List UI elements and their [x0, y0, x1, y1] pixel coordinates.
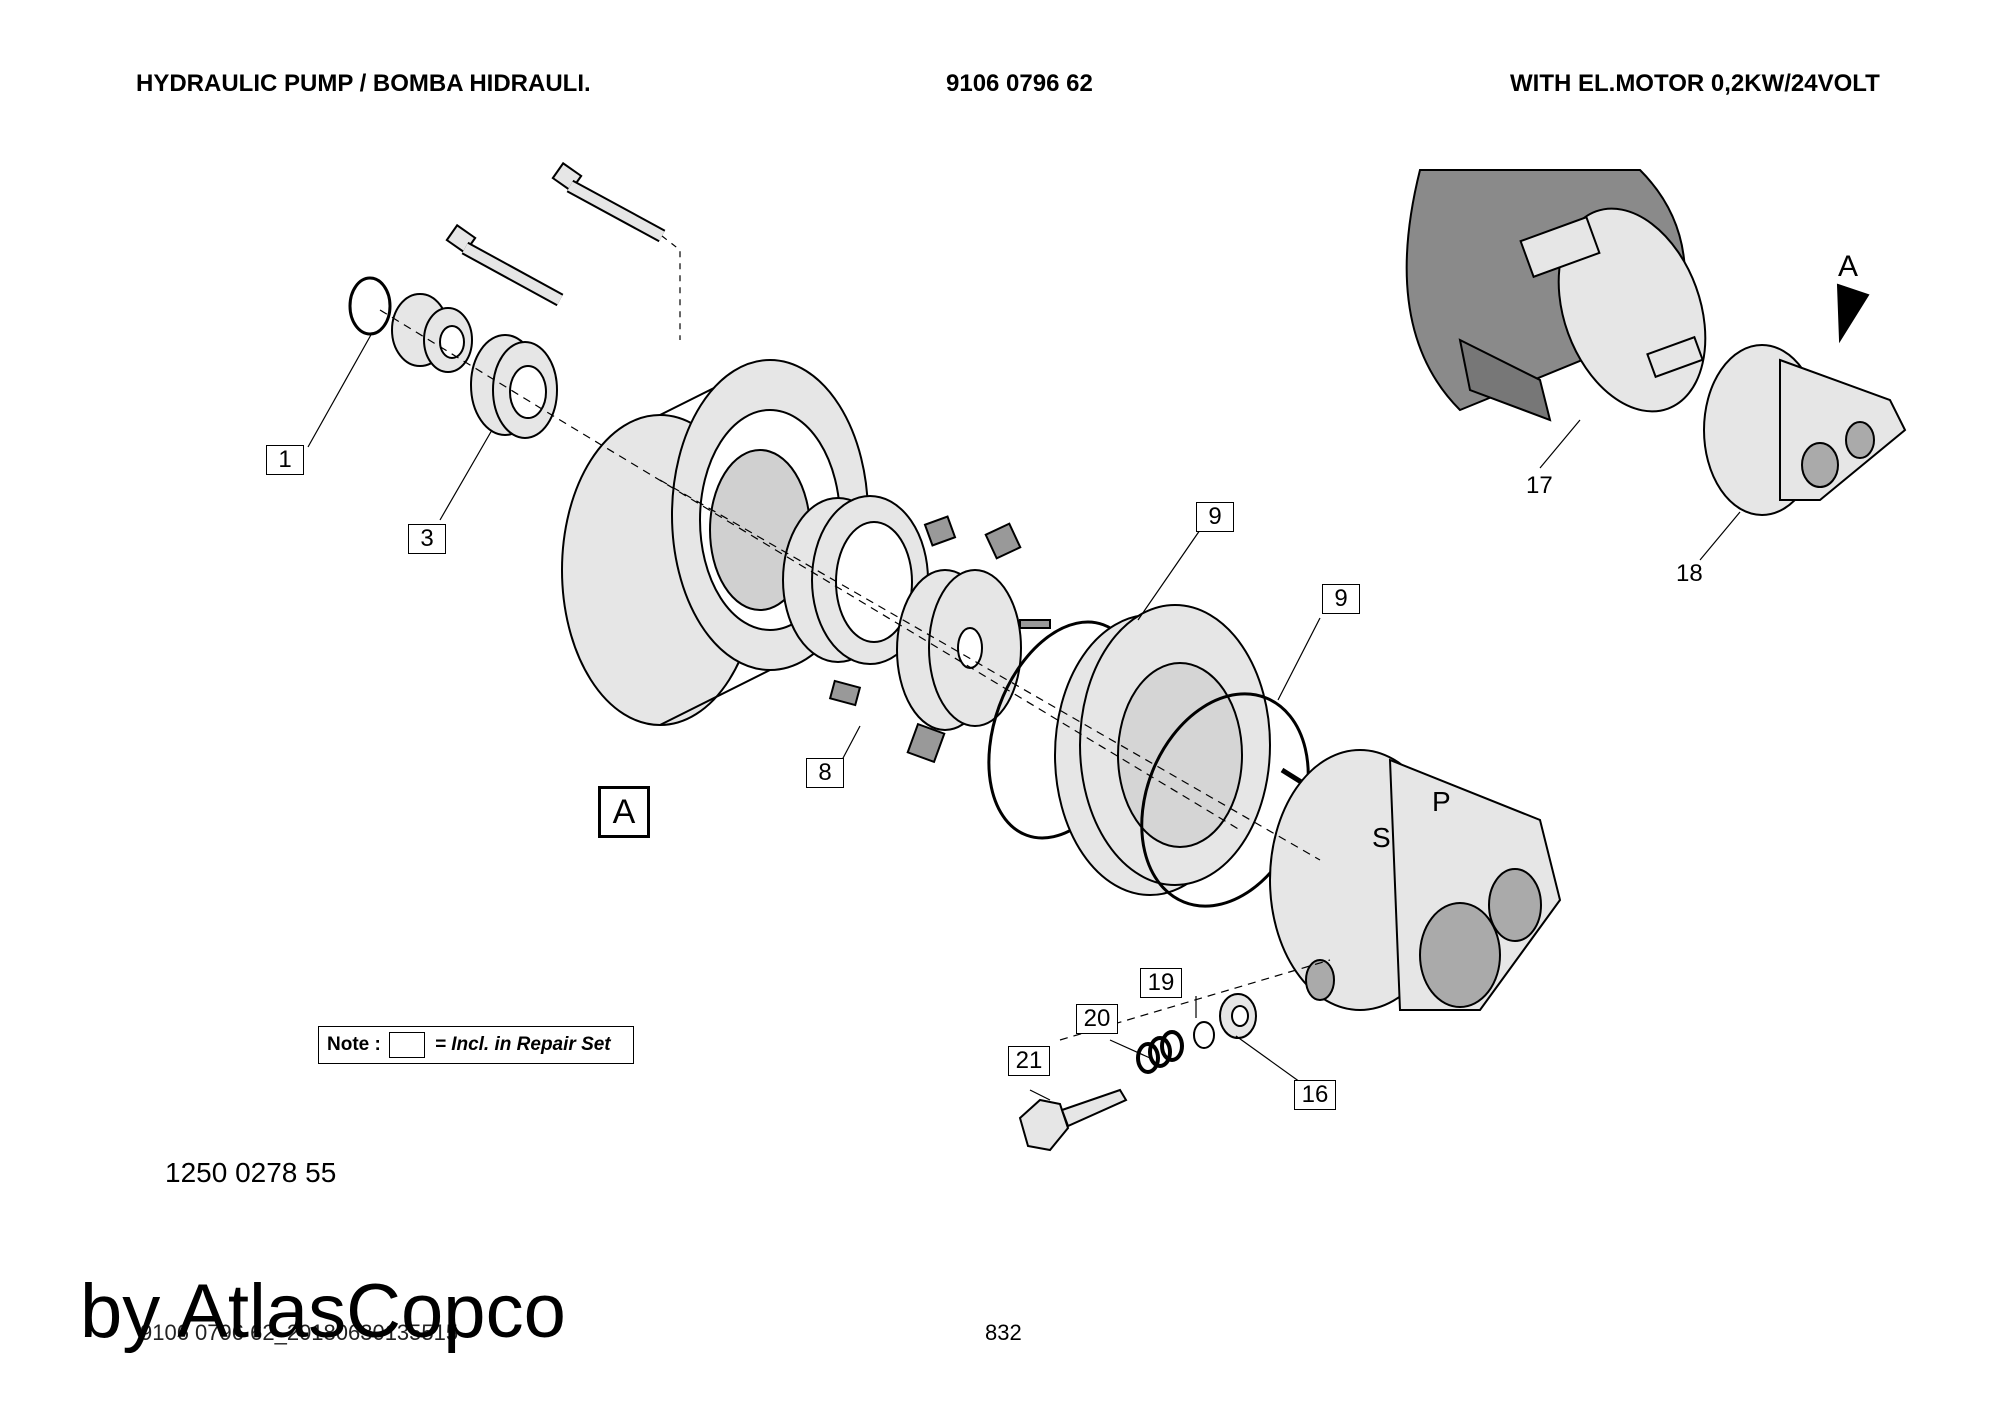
port-plate	[1054, 604, 1271, 896]
spring	[1136, 1030, 1184, 1074]
suction-mark: S	[1372, 822, 1391, 853]
end-cover	[1269, 749, 1562, 1011]
note-label: Note :	[327, 1034, 381, 1055]
footer-filename: 9106 0796 62_20180630135515	[140, 1320, 459, 1345]
bearing	[470, 334, 558, 439]
view-arrow	[1836, 283, 1870, 344]
label-18: 18	[1676, 560, 1703, 587]
watermark: by AtlasCopco	[80, 1269, 566, 1354]
title-left: HYDRAULIC PUMP / BOMBA HIDRAULI.	[136, 70, 591, 97]
callout-9-upper: 9	[1196, 502, 1234, 532]
leader-lines	[307, 235, 1741, 1101]
note-square-symbol	[388, 1032, 425, 1058]
long-bolt	[551, 161, 666, 243]
callout-3: 3	[408, 524, 446, 554]
short-bolt	[445, 223, 564, 307]
nut	[1219, 993, 1257, 1039]
note-text: = Incl. in Repair Set	[434, 1034, 611, 1055]
drawing-number: 9106 0796 62	[946, 70, 1093, 97]
part-number: 1250 0278 55	[165, 1157, 337, 1188]
pressure-mark: P	[1432, 786, 1451, 817]
rotor	[896, 569, 1022, 731]
valve-plug	[1018, 1088, 1128, 1152]
title-right: WITH EL.MOTOR 0,2KW/24VOLT	[1510, 70, 1880, 97]
label-17: 17	[1526, 472, 1553, 499]
repair-set-note: Note : = Incl. in Repair Set	[318, 1026, 634, 1064]
washer	[1193, 1021, 1215, 1049]
o-ring-1	[348, 276, 392, 336]
callout-19: 19	[1140, 968, 1182, 998]
callout-20: 20	[1076, 1004, 1118, 1034]
callout-1: 1	[266, 445, 304, 475]
seal	[391, 293, 473, 373]
view-a-box: A	[598, 786, 650, 838]
callout-21: 21	[1008, 1046, 1050, 1076]
electric-motor	[1405, 169, 1707, 422]
page-number: 832	[985, 1320, 1022, 1345]
callout-9-lower: 9	[1322, 584, 1360, 614]
callout-16: 16	[1294, 1080, 1336, 1110]
view-arrow-label: A	[1838, 250, 1859, 283]
assembled-pump	[1703, 344, 1907, 516]
vanes	[828, 515, 1051, 764]
callout-8: 8	[806, 758, 844, 788]
